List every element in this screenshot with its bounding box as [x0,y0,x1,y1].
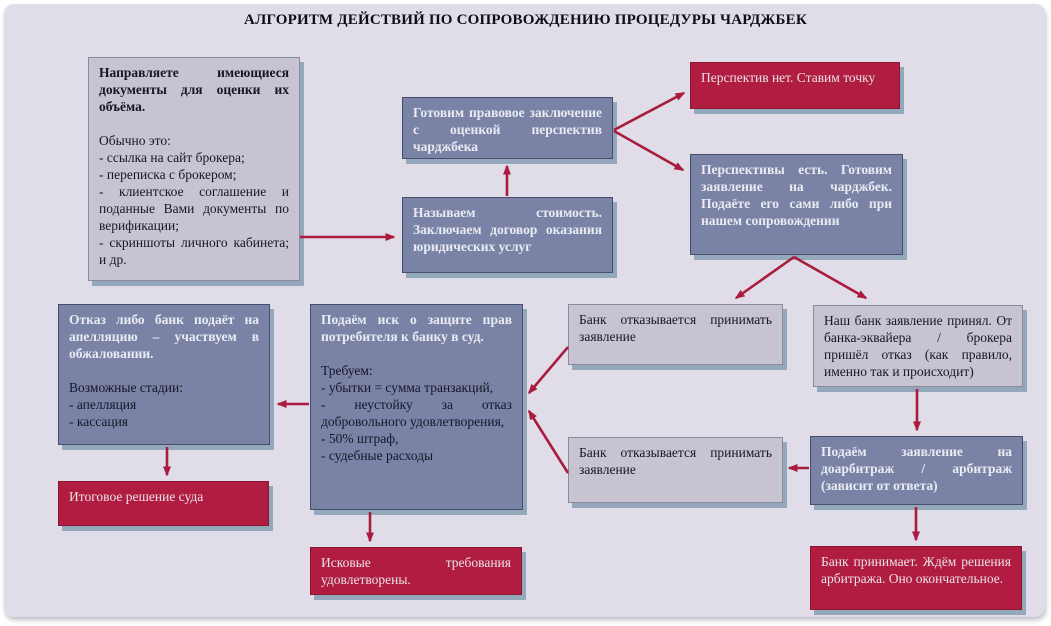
box-prospects-text: Перспективы есть. Готовим заявление на ч… [701,162,892,228]
box-lawsuit-line: - 50% штраф, [321,431,399,446]
box-appeal-line: - апелляция [69,397,137,412]
box-lawsuit-line: - неустойку за отказ добровольного удовл… [321,397,512,429]
box-prospects: Перспективы есть. Готовим заявление на ч… [690,154,903,255]
box-lawsuit-line: - убытки = сумма транзакций, [321,380,494,395]
box-claims-satisfied: Исковые требования удовлетворены. [310,547,522,595]
box-bank-refuses-bottom: Банк отказывается принимать заявление [568,437,783,503]
box-contract-text: Называем стоимость. Заключаем договор ок… [413,205,602,254]
box-appeal-line: Возможные стадии: [69,380,183,395]
box-claims-satisfied-text: Исковые требования удовлетворены. [321,555,511,587]
box-bank-refuses-top: Банк отказывается принимать заявление [568,304,783,365]
box-bank-accepted: Наш банк заявление принял. От банка-эква… [813,305,1023,387]
box-lawsuit-line: - судебные расходы [321,448,434,463]
box-arbitration-text: Подаём заявление на доарбитраж / арбитра… [821,444,1012,493]
box-lawsuit: Подаём иск о защите прав потребителя к б… [310,304,523,510]
box-bank-refuses-top-text: Банк отказывается принимать заявление [579,312,772,344]
box-documents-line: - ссылка на сайт брокера; [99,150,245,165]
box-appeal-heading: Отказ либо банк подаёт на апелляцию – уч… [69,312,259,361]
page-title: АЛГОРИТМ ДЕЙСТВИЙ ПО СОПРОВОЖДЕНИЮ ПРОЦЕ… [244,12,807,28]
box-documents-line: - клиентское соглашение и поданные Вами … [99,184,289,233]
box-contract: Называем стоимость. Заключаем договор ок… [402,197,613,273]
box-arbitration: Подаём заявление на доарбитраж / арбитра… [810,436,1023,505]
box-lawsuit-line: Требуем: [321,363,373,378]
box-bank-accepted-text: Наш банк заявление принял. От банка-эква… [824,313,1012,379]
box-arbitration-final: Банк принимает. Ждём решения арбитража. … [810,546,1022,610]
box-documents-heading: Направляете имеющиеся документы для оцен… [99,65,289,114]
box-documents-line: - переписка с брокером; [99,167,237,182]
box-no-prospects-text: Перспектив нет. Ставим точку [701,70,876,85]
box-arbitration-final-text: Банк принимает. Ждём решения арбитража. … [821,554,1011,586]
box-legal-opinion: Готовим правовое заключение с оценкой пе… [402,97,613,159]
box-documents: Направляете имеющиеся документы для оцен… [88,57,300,281]
box-final-court-text: Итоговое решение суда [69,489,204,504]
box-bank-refuses-bottom-text: Банк отказывается принимать заявление [579,445,772,477]
box-no-prospects: Перспектив нет. Ставим точку [690,62,900,109]
box-documents-line: Обычно это: [99,133,171,148]
box-appeal-line: - кассация [69,414,129,429]
box-appeal: Отказ либо банк подаёт на апелляцию – уч… [58,304,270,445]
box-legal-opinion-text: Готовим правовое заключение с оценкой пе… [413,105,602,154]
box-documents-line: - скриншоты личного кабинета; и др. [99,235,289,267]
box-final-court: Итоговое решение суда [58,481,269,526]
box-lawsuit-heading: Подаём иск о защите прав потребителя к б… [321,312,512,344]
